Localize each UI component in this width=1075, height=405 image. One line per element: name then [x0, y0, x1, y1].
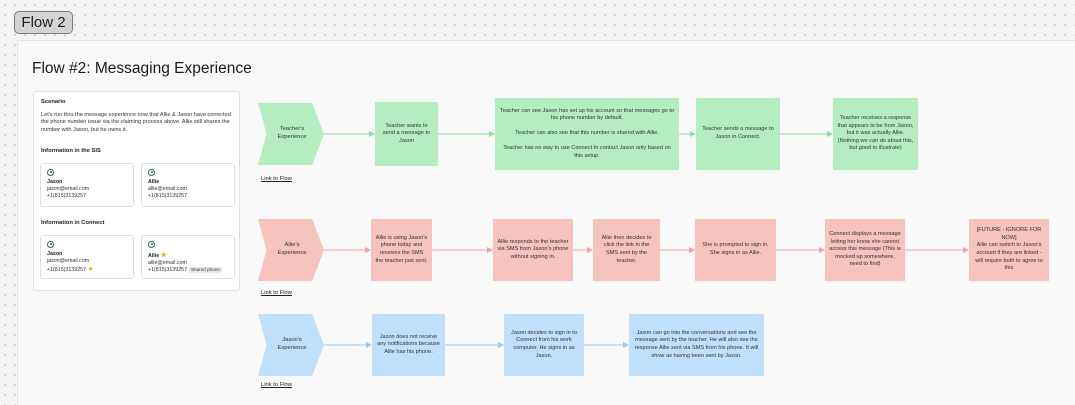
scenario-heading: Scenario: [41, 99, 66, 105]
avatar-icon: [148, 169, 155, 176]
sis-heading: Information in the SIS: [41, 148, 101, 154]
card-name: Allie ★: [148, 251, 228, 260]
allie-step-3: Allie then decides to click the link in …: [593, 219, 660, 281]
sis-card-allie: Allie allie@email.com +1(815)3139257: [141, 163, 235, 207]
allie-step-1: Allie is using Jason's phone today and r…: [371, 219, 432, 281]
avatar-icon: [148, 241, 155, 248]
card-phone: +1(815)3139257: [47, 266, 87, 273]
allie-step-5: Connect displays a message letting her k…: [825, 219, 905, 281]
card-email: jason@email.com: [47, 185, 90, 192]
jason-experience-label: Jason's Experience: [258, 314, 324, 376]
scenario-panel: Scenario Let's run thru the message expe…: [33, 91, 240, 291]
star-icon: ★: [160, 252, 167, 259]
connect-card-jason: Jason jason@email.com +1(815)3139257 ★: [40, 235, 134, 279]
card-email: allie@email.com: [148, 260, 187, 267]
teacher-experience-label: Teacher's Experience: [258, 103, 324, 165]
connect-heading: Information in Connect: [41, 220, 105, 226]
card-phone: +1(815)3139257: [148, 192, 188, 199]
page-title: Flow #2: Messaging Experience: [32, 60, 252, 77]
card-phone-line: +1(815)3139257 ★: [47, 265, 127, 274]
star-icon: ★: [87, 265, 94, 273]
allie-step-4: She is prompted to sign in. She signs in…: [695, 219, 776, 281]
card-name-text: Allie: [148, 253, 160, 259]
avatar-icon: [47, 241, 54, 248]
scenario-text: Let's run thru the message experience no…: [41, 112, 231, 133]
teacher-link-to-flow[interactable]: Link to Flow: [261, 176, 292, 182]
jason-link-to-flow[interactable]: Link to Flow: [261, 382, 292, 388]
teacher-step-2: Teacher can see Jason has set up his acc…: [495, 98, 679, 170]
sis-card-jason: Jason jason@email.com +1(815)3139257: [40, 163, 134, 207]
allie-step-2: Allie responds to the teacher via SMS fr…: [493, 219, 573, 281]
jason-step-2: Jason decides to sign in to Connect from…: [504, 314, 584, 376]
allie-experience-label: Allie's Experience: [258, 219, 324, 281]
card-name: Jason: [47, 251, 63, 257]
shared-phone-badge: Shared phone: [189, 266, 222, 273]
card-name: Jason: [47, 179, 63, 185]
card-phone: +1(815)3139257: [148, 266, 188, 273]
teacher-step-4: Teacher receives a response that appears…: [833, 98, 918, 170]
jason-step-1: Jason does not receive any notifications…: [372, 314, 445, 376]
avatar-icon: [47, 169, 54, 176]
flow-tag[interactable]: Flow 2: [14, 11, 73, 34]
teacher-step-3: Teacher sends a message to Jason in Conn…: [696, 98, 780, 170]
card-email: allie@email.com: [148, 185, 187, 192]
card-email: jason@email.com: [47, 257, 90, 264]
card-phone: +1(815)3139257: [47, 192, 87, 199]
jason-step-3: Jason can go into the conversations and …: [629, 314, 764, 376]
allie-step-6: [FUTURE - IGNORE FOR NOW] Allie can swit…: [969, 219, 1049, 281]
allie-link-to-flow[interactable]: Link to Flow: [261, 290, 292, 296]
card-name: Allie: [148, 179, 160, 185]
teacher-step-1: Teacher wants to send a message to Jason: [375, 102, 438, 166]
